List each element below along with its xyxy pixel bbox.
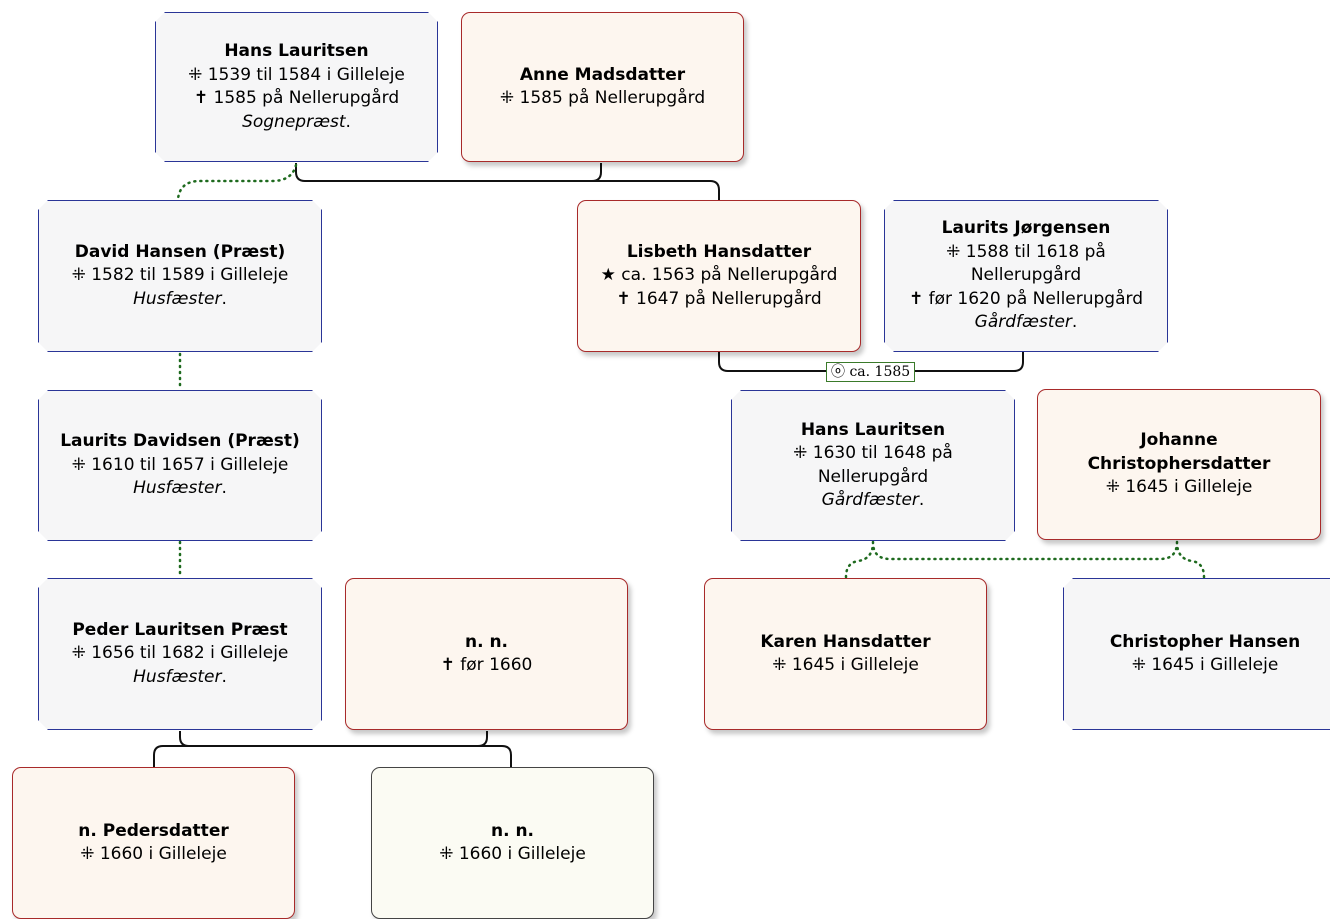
person-david-hansen: David Hansen (Præst) ⁜ 1582 til 1589 i G… — [38, 200, 322, 352]
life-event: ⁜ 1645 i Gilleleje — [1131, 655, 1279, 675]
person-name: n. n. — [490, 820, 535, 841]
life-event: ⁜ 1656 til 1682 i Gilleleje — [71, 643, 289, 664]
occupation: Sognepræst — [242, 111, 346, 132]
person-name: Anne Madsdatter — [519, 64, 686, 85]
life-event: ⁜ 1588 til 1618 på — [946, 241, 1106, 262]
occupation: Husfæster — [133, 288, 222, 309]
occupation-suffix: . — [345, 111, 351, 132]
marriage-label: ⓞ ca. 1585 — [826, 362, 916, 382]
occupation: Gårdfæster — [974, 312, 1072, 333]
life-event-place: Nellerupgård — [970, 265, 1082, 286]
person-peder-lauritsen: Peder Lauritsen Præst ⁜ 1656 til 1682 i … — [38, 578, 322, 730]
person-name: n. n. — [464, 631, 509, 652]
person-name: Peder Lauritsen Præst — [72, 619, 288, 640]
person-name: Karen Hansdatter — [760, 631, 931, 652]
person-name-last: Christophersdatter — [1087, 453, 1271, 474]
occupation-suffix: . — [1071, 312, 1078, 333]
life-event: ⁜ 1660 i Gilleleje — [80, 844, 227, 864]
person-laurits-jorgensen: Laurits Jørgensen ⁜ 1588 til 1618 på Nel… — [884, 200, 1168, 352]
occupation-suffix: . — [221, 666, 227, 687]
person-laurits-davidsen: Laurits Davidsen (Præst) ⁜ 1610 til 1657… — [38, 390, 322, 541]
life-event: ⁜ 1585 på Nellerupgård — [499, 88, 706, 108]
person-nn-child: n. n. ⁜ 1660 i Gilleleje — [371, 767, 654, 919]
person-hans-lauritsen-gaardfaester: Hans Lauritsen ⁜ 1630 til 1648 på Neller… — [731, 390, 1015, 541]
person-name: n. Pedersdatter — [78, 820, 229, 841]
person-karen-hansdatter: Karen Hansdatter ⁜ 1645 i Gilleleje — [704, 578, 987, 730]
death-event: ✝ før 1660 — [440, 655, 533, 675]
occupation: Husfæster — [133, 666, 222, 687]
person-nn-wife: n. n. ✝ før 1660 — [345, 578, 628, 730]
person-name: Laurits Jørgensen — [941, 218, 1111, 239]
death-event: ✝ før 1620 på Nellerupgård — [908, 288, 1144, 309]
person-name: Christopher Hansen — [1109, 631, 1301, 652]
person-name-first: Johanne — [1140, 430, 1218, 451]
person-name: Lisbeth Hansdatter — [626, 241, 812, 262]
person-name: David Hansen (Præst) — [74, 241, 286, 262]
person-n-pedersdatter: n. Pedersdatter ⁜ 1660 i Gilleleje — [12, 767, 295, 919]
life-event: ⁜ 1660 i Gilleleje — [439, 844, 586, 864]
birth-event: ★ ca. 1563 på Nellerupgård — [600, 265, 838, 286]
family-line-peder-nn — [153, 731, 512, 767]
occupation: Husfæster — [133, 478, 222, 499]
life-event: ⁜ 1610 til 1657 i Gilleleje — [71, 454, 289, 475]
person-name: Hans Lauritsen — [224, 41, 369, 61]
person-name: Laurits Davidsen (Præst) — [60, 431, 300, 452]
person-christopher-hansen: Christopher Hansen ⁜ 1645 i Gilleleje — [1063, 578, 1330, 730]
family-line-hans-anne — [295, 163, 720, 201]
life-event: ⁜ 1645 i Gilleleje — [772, 655, 919, 675]
death-event: ✝ 1585 på Nellerupgård — [193, 88, 400, 108]
life-event: ⁜ 1645 i Gilleleje — [1105, 477, 1253, 498]
life-event-place: Nellerupgård — [817, 466, 929, 487]
occupation-suffix: . — [221, 478, 227, 499]
person-anne-madsdatter: Anne Madsdatter ⁜ 1585 på Nellerupgård — [461, 12, 744, 162]
person-johanne-christophersdatter: Johanne Christophersdatter ⁜ 1645 i Gill… — [1037, 389, 1321, 540]
occupation-suffix: . — [221, 288, 227, 309]
occupation: Gårdfæster — [821, 490, 919, 510]
person-name: Hans Lauritsen — [800, 419, 946, 440]
death-event: ✝ 1647 på Nellerupgård — [616, 288, 822, 309]
life-event: ⁜ 1582 til 1589 i Gilleleje — [71, 265, 289, 286]
child-link-david — [176, 163, 298, 201]
person-hans-lauritsen-sognepraest: Hans Lauritsen ⁜ 1539 til 1584 i Gillele… — [155, 12, 438, 162]
life-event: ⁜ 1539 til 1584 i Gilleleje — [188, 64, 405, 85]
child-links-karen-christopher — [844, 540, 1206, 579]
life-event: ⁜ 1630 til 1648 på — [793, 443, 953, 463]
person-lisbeth-hansdatter: Lisbeth Hansdatter ★ ca. 1563 på Nelleru… — [577, 200, 861, 352]
occupation-suffix: . — [918, 490, 925, 510]
